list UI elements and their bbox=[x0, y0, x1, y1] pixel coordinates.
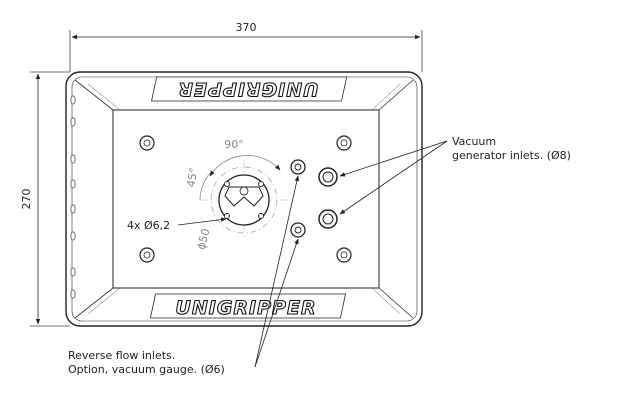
height-label: 270 bbox=[20, 189, 33, 210]
reverse-callout: Reverse flow inlets. Option, vacuum gaug… bbox=[68, 349, 225, 376]
angle-90-label: 90° bbox=[224, 138, 244, 151]
leader-lines bbox=[254, 140, 448, 368]
angle-45-label: 45° bbox=[184, 167, 200, 188]
flange-hole bbox=[258, 181, 264, 187]
svg-text:UNIGRIPPER: UNIGRIPPER bbox=[175, 297, 316, 319]
bolt-circle-label: ϕ50 bbox=[195, 227, 213, 251]
height-dimension: 270 bbox=[20, 71, 70, 327]
mounting-holes bbox=[139, 135, 352, 263]
reverse-callout-line2: Option, vacuum gauge. (Ø6) bbox=[68, 363, 225, 376]
reverse-callout-line1: Reverse flow inlets. bbox=[68, 349, 175, 362]
reverse-flow-inlet bbox=[290, 222, 306, 238]
mounting-hole bbox=[139, 135, 155, 151]
logo-top: UNIGRIPPER bbox=[151, 76, 348, 102]
logo-bottom: UNIGRIPPER bbox=[149, 293, 346, 320]
vacuum-inlet bbox=[318, 209, 338, 229]
vacuum-callout: Vacuum generator inlets. (Ø8) bbox=[452, 135, 571, 162]
mounting-hole bbox=[336, 135, 352, 151]
vacuum-callout-line1: Vacuum bbox=[452, 135, 496, 148]
side-slots bbox=[70, 95, 76, 299]
width-dimension: 370 bbox=[69, 21, 423, 72]
flange-hole bbox=[224, 181, 230, 187]
width-label: 370 bbox=[236, 21, 257, 34]
vacuum-callout-line2: generator inlets. (Ø8) bbox=[452, 149, 571, 162]
mounting-hole bbox=[139, 247, 155, 263]
vacuum-inlets bbox=[318, 167, 338, 229]
svg-text:UNIGRIPPER: UNIGRIPPER bbox=[177, 78, 318, 100]
vacuum-inlet bbox=[318, 167, 338, 187]
flange-hole bbox=[258, 213, 264, 219]
holes-label: 4x Ø6,2 bbox=[127, 219, 170, 232]
flange-hole bbox=[224, 213, 230, 219]
reverse-flow-inlets bbox=[290, 159, 306, 238]
reverse-flow-inlet bbox=[290, 159, 306, 175]
mounting-hole bbox=[336, 247, 352, 263]
flange-assembly: 90° 45° ϕ50 4x Ø6,2 bbox=[127, 138, 288, 251]
